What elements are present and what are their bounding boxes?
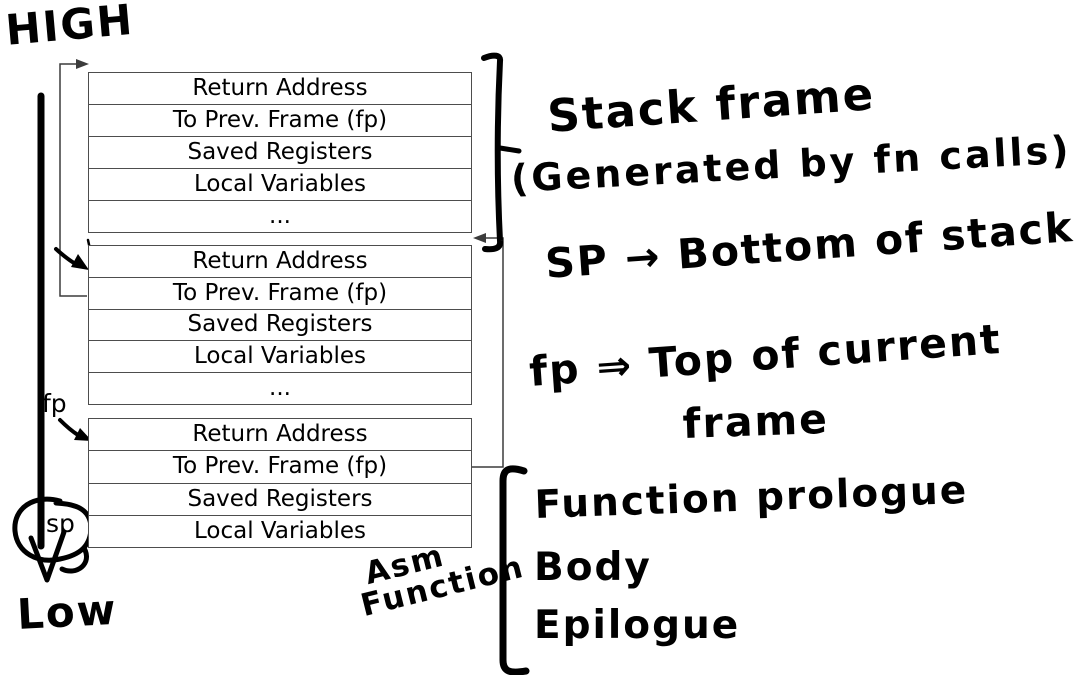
stack-row: Return Address	[89, 246, 471, 278]
prologue-note: Function prologue	[533, 467, 969, 528]
low-label: Low	[15, 584, 119, 639]
stack-row: Return Address	[89, 73, 471, 105]
stack-row: To Prev. Frame (fp)	[89, 105, 471, 137]
right-arrowhead-icon	[76, 59, 89, 69]
stack-frame-note: Stack frame	[545, 67, 877, 143]
sp-note: SP → Bottom of stack	[543, 203, 1076, 288]
stack-row: Local Variables	[89, 169, 471, 201]
sp-label: sp	[46, 509, 75, 538]
stack-row: To Prev. Frame (fp)	[89, 278, 471, 310]
fp-note-line2: frame	[681, 394, 830, 448]
fp-label: fp	[42, 389, 67, 418]
stack-row: ...	[269, 375, 291, 402]
high-label: HIGH	[3, 0, 136, 55]
stack-row: Saved Registers	[89, 137, 471, 169]
fp-link-frame3-to-frame2	[472, 233, 504, 468]
fp-note-line1: fp ⇒ Top of current	[527, 314, 1004, 396]
stack-row: Return Address	[89, 419, 471, 452]
fp-link-frame2-to-frame1	[59, 59, 89, 297]
stack-row: Saved Registers	[89, 310, 471, 342]
stack-row: Local Variables	[193, 517, 367, 544]
stack-frame-2: Return Address To Prev. Frame (fp) Saved…	[88, 245, 472, 405]
stack-row: ...	[269, 203, 291, 229]
stack-frame-1: Return Address To Prev. Frame (fp) Saved…	[88, 72, 472, 233]
left-arrowhead-icon	[473, 233, 486, 243]
stack-row: Local Variables	[89, 341, 471, 374]
stack-frame-bracket	[481, 52, 522, 253]
body-note: Body	[534, 545, 652, 590]
stack-row: To Prev. Frame (fp)	[89, 451, 471, 484]
stack-frame-3: Return Address To Prev. Frame (fp) Saved…	[88, 418, 472, 548]
stack-row: Saved Registers	[89, 484, 471, 516]
generated-note: (Generated by fn calls)	[509, 127, 1073, 201]
memory-direction-arrow	[28, 92, 67, 583]
epilogue-note: Epilogue	[534, 603, 741, 648]
